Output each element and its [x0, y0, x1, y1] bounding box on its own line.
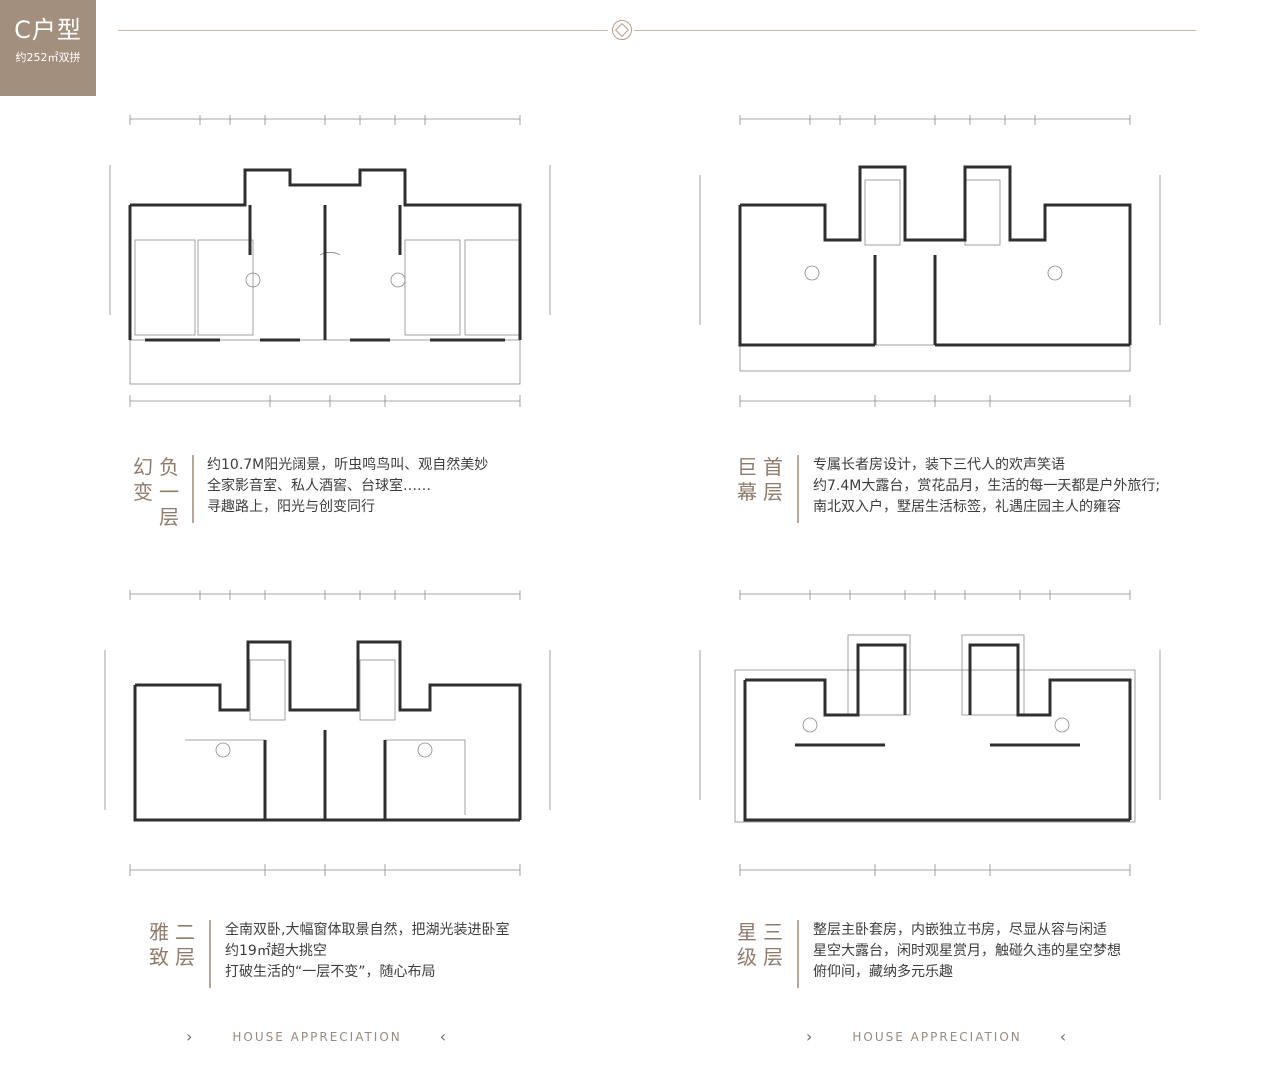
footer-nav-left: › HOUSE APPRECIATION ‹ [148, 1027, 486, 1046]
section-f2-description: 全南双卧,大幅窗体取景自然，把湖光装进卧室 约19㎡超大挑空 打破生活的“一层不… [225, 920, 509, 983]
heading-char: 三 [763, 920, 783, 944]
desc-line: 星空大露台，闲时观星赏月，触碰久违的星空梦想 [813, 943, 1121, 959]
heading-char: 致 [149, 945, 169, 969]
desc-line: 寻趣路上，阳光与创变同行 [207, 499, 375, 515]
desc-line: 约7.4M大露台，赏花品月，生活的每一天都是户外旅行; [813, 478, 1161, 494]
section-f3-divider [797, 920, 799, 988]
section-f1-divider [797, 455, 799, 523]
top-rule-left [118, 30, 608, 31]
desc-line: 全家影音室、私人酒窖、台球室…… [207, 478, 431, 494]
section-b1-description: 约10.7M阳光阔景，听虫鸣鸟叫、观自然美妙 全家影音室、私人酒窖、台球室…… … [207, 455, 488, 518]
section-b1-divider [192, 455, 194, 523]
section-f3-description: 整层主卧套房，内嵌独立书房，尽显从容与闲适 星空大露台，闲时观星赏月，触碰久违的… [813, 920, 1121, 983]
heading-char: 雅 [149, 920, 169, 944]
heading-char: 层 [763, 945, 783, 969]
footer-label: HOUSE APPRECIATION [232, 1029, 402, 1044]
heading-char: 幕 [737, 480, 757, 504]
section-f2-divider [209, 920, 211, 988]
desc-line: 整层主卧套房，内嵌独立书房，尽显从容与闲适 [813, 922, 1107, 938]
floor-plan-b1 [109, 115, 551, 407]
heading-char: 级 [737, 945, 757, 969]
heading-char [132, 505, 154, 530]
desc-line: 全南双卧,大幅窗体取景自然，把湖光装进卧室 [225, 922, 510, 938]
ornament-icon [612, 20, 632, 40]
floor-plan-3 [699, 590, 1161, 876]
chevron-left-icon[interactable]: ‹ [439, 1027, 449, 1046]
floor-plan-1 [699, 115, 1161, 407]
heading-char: 层 [159, 505, 179, 529]
chevron-left-icon[interactable]: ‹ [1059, 1027, 1069, 1046]
heading-char: 二 [175, 920, 195, 944]
section-f1-description: 专属长者房设计，装下三代人的欢声笑语 约7.4M大露台，赏花品月，生活的每一天都… [813, 455, 1160, 518]
heading-char: 层 [175, 945, 195, 969]
heading-char: 幻 [133, 455, 153, 479]
heading-char: 首 [763, 455, 783, 479]
desc-line: 南北双入户，墅居生活标签，礼遇庄园主人的雍容 [813, 499, 1121, 515]
unit-type-title: C户型 [14, 16, 82, 44]
section-f3-heading: 星三 级层 [736, 920, 796, 970]
heading-char: 巨 [737, 455, 757, 479]
desc-line: 俯仰间，藏纳多元乐趣 [813, 964, 953, 980]
chevron-right-icon[interactable]: › [806, 1027, 815, 1046]
desc-line: 约19㎡超大挑空 [225, 943, 327, 959]
section-f1-heading: 巨首 幕层 [736, 455, 796, 505]
desc-line: 约10.7M阳光阔景，听虫鸣鸟叫、观自然美妙 [207, 457, 489, 473]
top-rule-right [634, 30, 1196, 31]
heading-char: 负 [159, 455, 179, 479]
heading-char: 星 [737, 920, 757, 944]
desc-line: 专属长者房设计，装下三代人的欢声笑语 [813, 457, 1065, 473]
section-f2-heading: 雅二 致层 [148, 920, 208, 970]
footer-nav-right: › HOUSE APPRECIATION ‹ [768, 1027, 1106, 1046]
chevron-right-icon[interactable]: › [186, 1027, 195, 1046]
unit-type-area: 约252㎡双拼 [15, 51, 81, 64]
heading-char: 变 [133, 480, 153, 504]
floor-plan-2 [104, 590, 551, 876]
heading-char: 层 [763, 480, 783, 504]
footer-label: HOUSE APPRECIATION [852, 1029, 1022, 1044]
desc-line: 打破生活的“一层不变”，随心布局 [225, 964, 436, 980]
heading-char: 一 [159, 480, 179, 504]
unit-type-badge: C户型 约252㎡双拼 [0, 0, 96, 96]
section-b1-heading: 幻负 变一 层 [132, 455, 192, 530]
